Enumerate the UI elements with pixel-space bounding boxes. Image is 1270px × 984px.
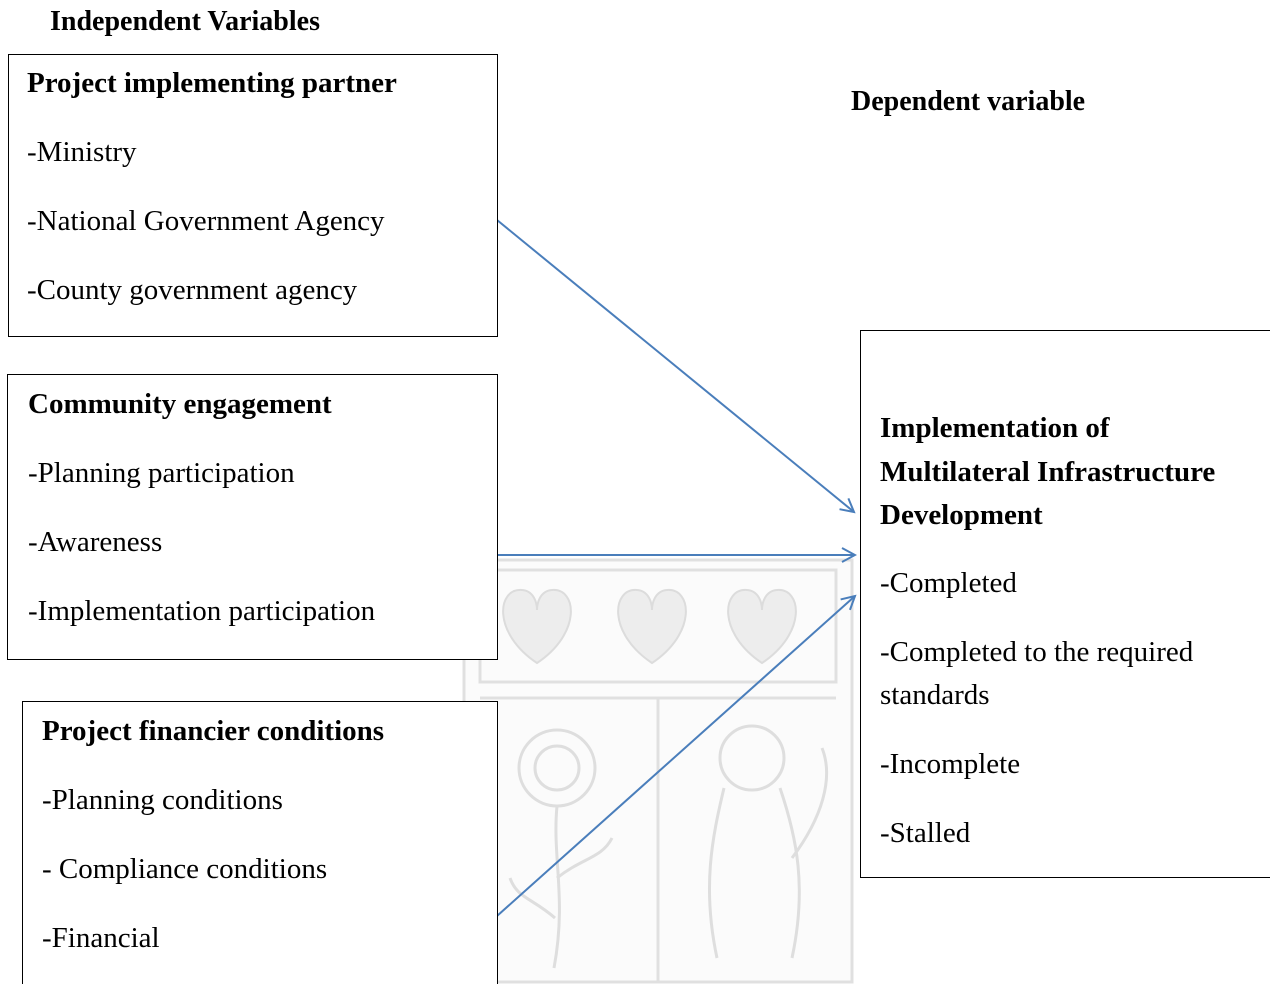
list-item: -Financial <box>42 922 160 954</box>
independent-variables-heading: Independent Variables <box>50 6 320 37</box>
arrow-partner-to-outcome <box>496 219 854 512</box>
arrow-financier-to-outcome <box>496 596 855 917</box>
list-item: -National Government Agency <box>27 205 385 237</box>
box-title-line: Development <box>880 499 1043 531</box>
list-item: - Compliance conditions <box>42 853 328 885</box>
list-item: -Incomplete <box>880 748 1021 780</box>
box-title-line: Implementation of <box>880 412 1110 444</box>
box-title: Community engagement <box>28 388 332 420</box>
list-item: -Stalled <box>880 817 971 849</box>
list-item: -Planning participation <box>28 457 295 489</box>
box-title-line: Multilateral Infrastructure <box>880 456 1216 488</box>
list-item: -County government agency <box>27 274 358 306</box>
list-item: standards <box>880 679 990 711</box>
coat-of-arms-watermark <box>462 558 854 984</box>
project-implementing-partner-box: Project implementing partner -Ministry -… <box>8 54 498 337</box>
list-item: -Implementation participation <box>28 595 376 627</box>
box-title: Project financier conditions <box>42 715 385 747</box>
implementation-outcome-box: Implementation of Multilateral Infrastru… <box>860 330 1270 878</box>
dependent-variable-heading: Dependent variable <box>851 86 1086 117</box>
project-financier-conditions-box: Project financier conditions -Planning c… <box>22 701 498 984</box>
list-item: -Completed <box>880 567 1017 599</box>
box-title: Project implementing partner <box>27 67 397 99</box>
list-item: -Planning conditions <box>42 784 283 816</box>
list-item: -Completed to the required <box>880 636 1194 668</box>
list-item: -Awareness <box>28 526 163 558</box>
community-engagement-box: Community engagement -Planning participa… <box>7 374 498 660</box>
list-item: -Ministry <box>27 136 137 168</box>
